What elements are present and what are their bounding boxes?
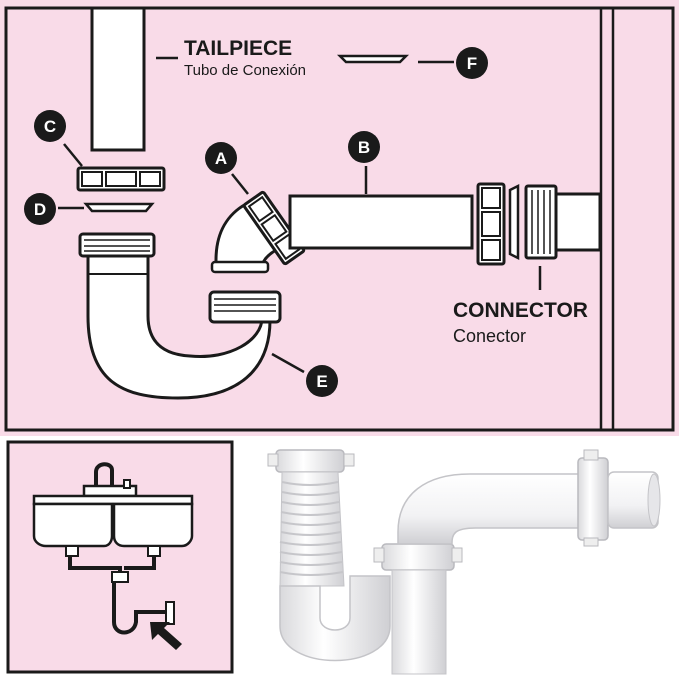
- connector-assembly: [476, 182, 602, 266]
- double-sink-icon: [32, 494, 194, 548]
- product-photo-svg: [267, 449, 661, 675]
- badge-a: [205, 142, 237, 174]
- exploded-diagram: TAILPIECE Tubo de Conexión F C D E: [0, 0, 679, 436]
- faucet-icon: [82, 462, 138, 498]
- tailpiece-title: TAILPIECE: [184, 37, 292, 60]
- tailpiece-subtitle: Tubo de Conexión: [184, 62, 306, 79]
- photo-arm: [397, 473, 581, 545]
- sink-inset-svg: [0, 436, 240, 679]
- badge-a-label: A: [215, 149, 227, 168]
- leader-a: [231, 173, 249, 195]
- badge-d: [24, 193, 56, 225]
- badge-b-label: B: [358, 138, 370, 157]
- j-bend-e: [78, 232, 282, 400]
- badge-f-label: F: [467, 54, 477, 73]
- drain-pipes-icon: [65, 545, 175, 635]
- slip-nut-c: [76, 166, 166, 192]
- diagram-svg: TAILPIECE Tubo de Conexión F C D E: [0, 0, 679, 436]
- badge-e: [306, 365, 338, 397]
- connector-subtitle: Conector: [453, 326, 526, 346]
- badge-e-label: E: [316, 372, 327, 391]
- photo-middle-nut: [381, 543, 455, 571]
- photo-top-nut: [275, 449, 345, 473]
- washer-d: [83, 202, 155, 213]
- product-photo: [240, 436, 679, 679]
- photo-riser: [391, 569, 447, 675]
- tailpiece-pipe: [90, 6, 146, 152]
- sink-inset-frame: [6, 440, 234, 674]
- photo-u-bend: [279, 575, 391, 662]
- badge-b: [348, 131, 380, 163]
- photo-corrugated-tube: [279, 471, 345, 587]
- leader-e: [271, 352, 305, 374]
- arrow-icon: [150, 622, 182, 650]
- connector-title: CONNECTOR: [453, 299, 588, 322]
- sink-inset: [0, 436, 240, 679]
- photo-connector-nut: [577, 457, 609, 541]
- badge-c: [34, 110, 66, 142]
- badge-d-label: D: [34, 200, 46, 219]
- badge-f: [456, 47, 488, 79]
- diagram-frame: [4, 6, 675, 432]
- leader-c: [63, 143, 83, 167]
- badge-c-label: C: [44, 117, 56, 136]
- washer-f: [336, 54, 410, 64]
- arm-pipe-b: [288, 194, 474, 250]
